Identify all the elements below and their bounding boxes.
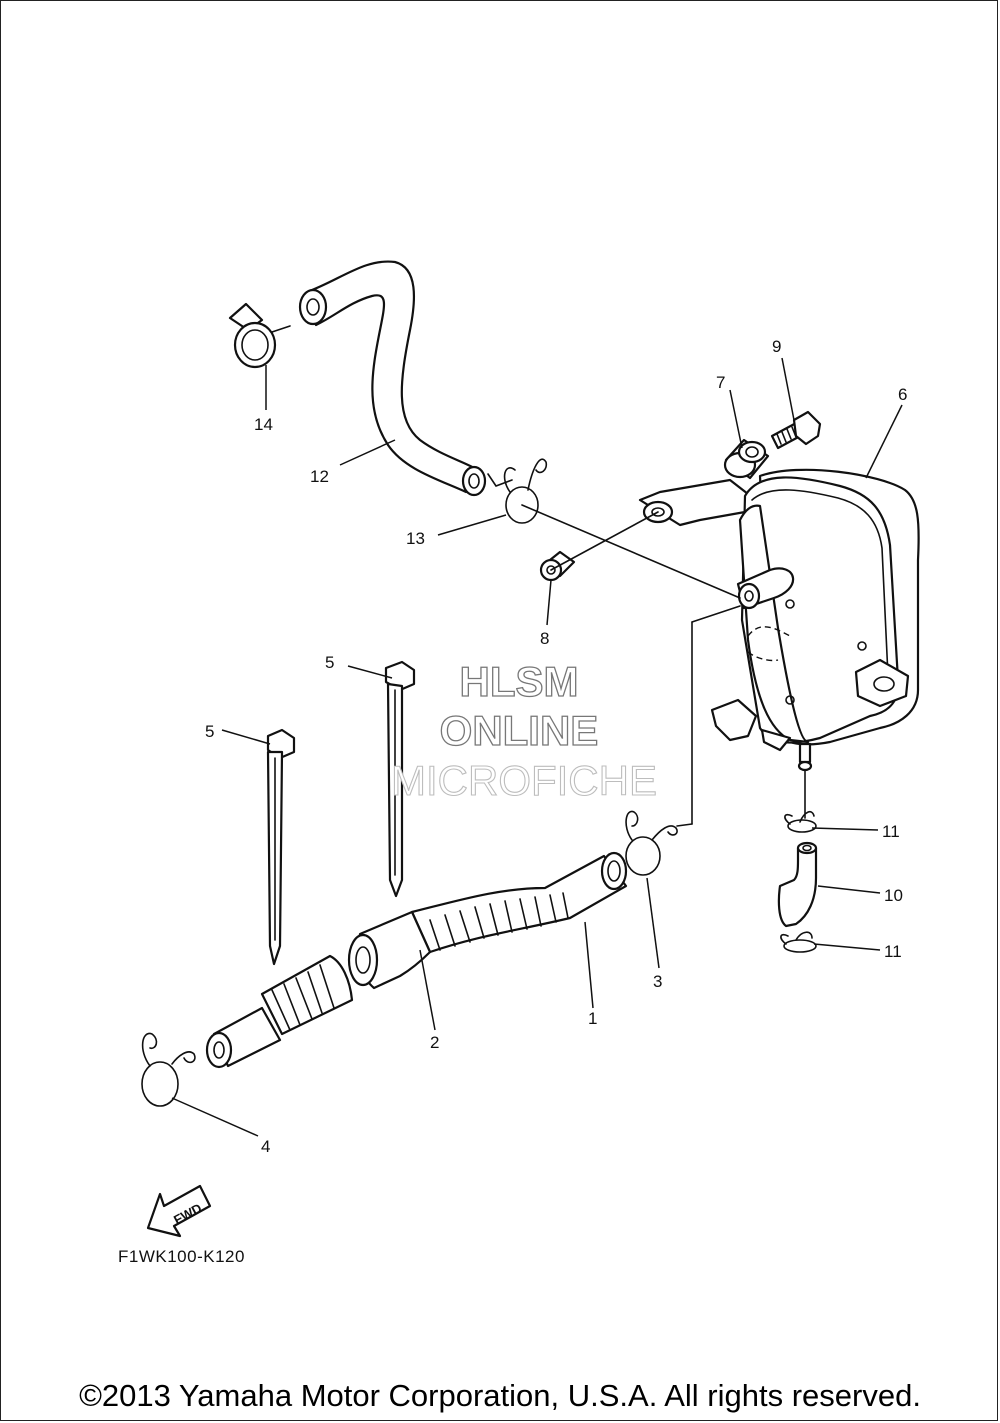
- callout-5-right: 5: [325, 653, 334, 672]
- callout-12: 12: [310, 467, 329, 486]
- callout-13: 13: [406, 529, 425, 548]
- watermark-line-2: ONLINE: [440, 707, 599, 754]
- watermark-line-3: MICROFICHE: [391, 757, 657, 804]
- callout-5-left: 5: [205, 722, 214, 741]
- callout-6: 6: [898, 385, 907, 404]
- part-12-hose[interactable]: [298, 260, 487, 497]
- callout-11-lower: 11: [884, 942, 902, 961]
- diagram-code: F1WK100-K120: [118, 1247, 245, 1266]
- part-6-tank[interactable]: [638, 468, 920, 772]
- callout-3: 3: [653, 972, 662, 991]
- callout-14: 14: [254, 415, 273, 434]
- callout-4: 4: [261, 1137, 270, 1156]
- part-4-wire-clamp[interactable]: [141, 1032, 196, 1107]
- callout-8: 8: [540, 629, 549, 648]
- part-3-wire-clamp[interactable]: [625, 810, 678, 876]
- part-5-cable-tie-left[interactable]: [266, 728, 296, 966]
- callout-1: 1: [588, 1009, 597, 1028]
- callout-10: 10: [884, 886, 903, 905]
- callout-numbers: 14 12 13 8 7 9 6 11 10 11 5 5 1 2 3 4: [205, 337, 907, 1156]
- watermark-line-1: HLSM: [460, 658, 579, 705]
- part-2-hose[interactable]: [205, 910, 432, 1069]
- part-11-clip-upper[interactable]: [784, 810, 817, 833]
- part-5-cable-tie-right[interactable]: [384, 660, 416, 898]
- callout-9: 9: [772, 337, 781, 356]
- part-11-clip-lower[interactable]: [780, 931, 817, 953]
- copyright-notice: ©2013 Yamaha Motor Corporation, U.S.A. A…: [79, 1378, 921, 1413]
- fwd-arrow-icon: FWD: [146, 1184, 212, 1238]
- part-7-grommet[interactable]: [723, 438, 770, 480]
- part-9-bolt[interactable]: [770, 410, 822, 450]
- callout-11-upper: 11: [882, 822, 900, 841]
- part-1-hose[interactable]: [410, 851, 628, 954]
- part-10-small-hose[interactable]: [777, 841, 818, 928]
- part-14-clamp[interactable]: [228, 302, 291, 369]
- part-13-wire-clamp[interactable]: [487, 458, 548, 524]
- leader-lines: [171, 357, 903, 1137]
- part-8-collar[interactable]: [539, 550, 576, 582]
- callout-2: 2: [430, 1033, 439, 1052]
- callout-7: 7: [716, 373, 725, 392]
- watermark: HLSM ONLINE MICROFICHE: [390, 657, 657, 804]
